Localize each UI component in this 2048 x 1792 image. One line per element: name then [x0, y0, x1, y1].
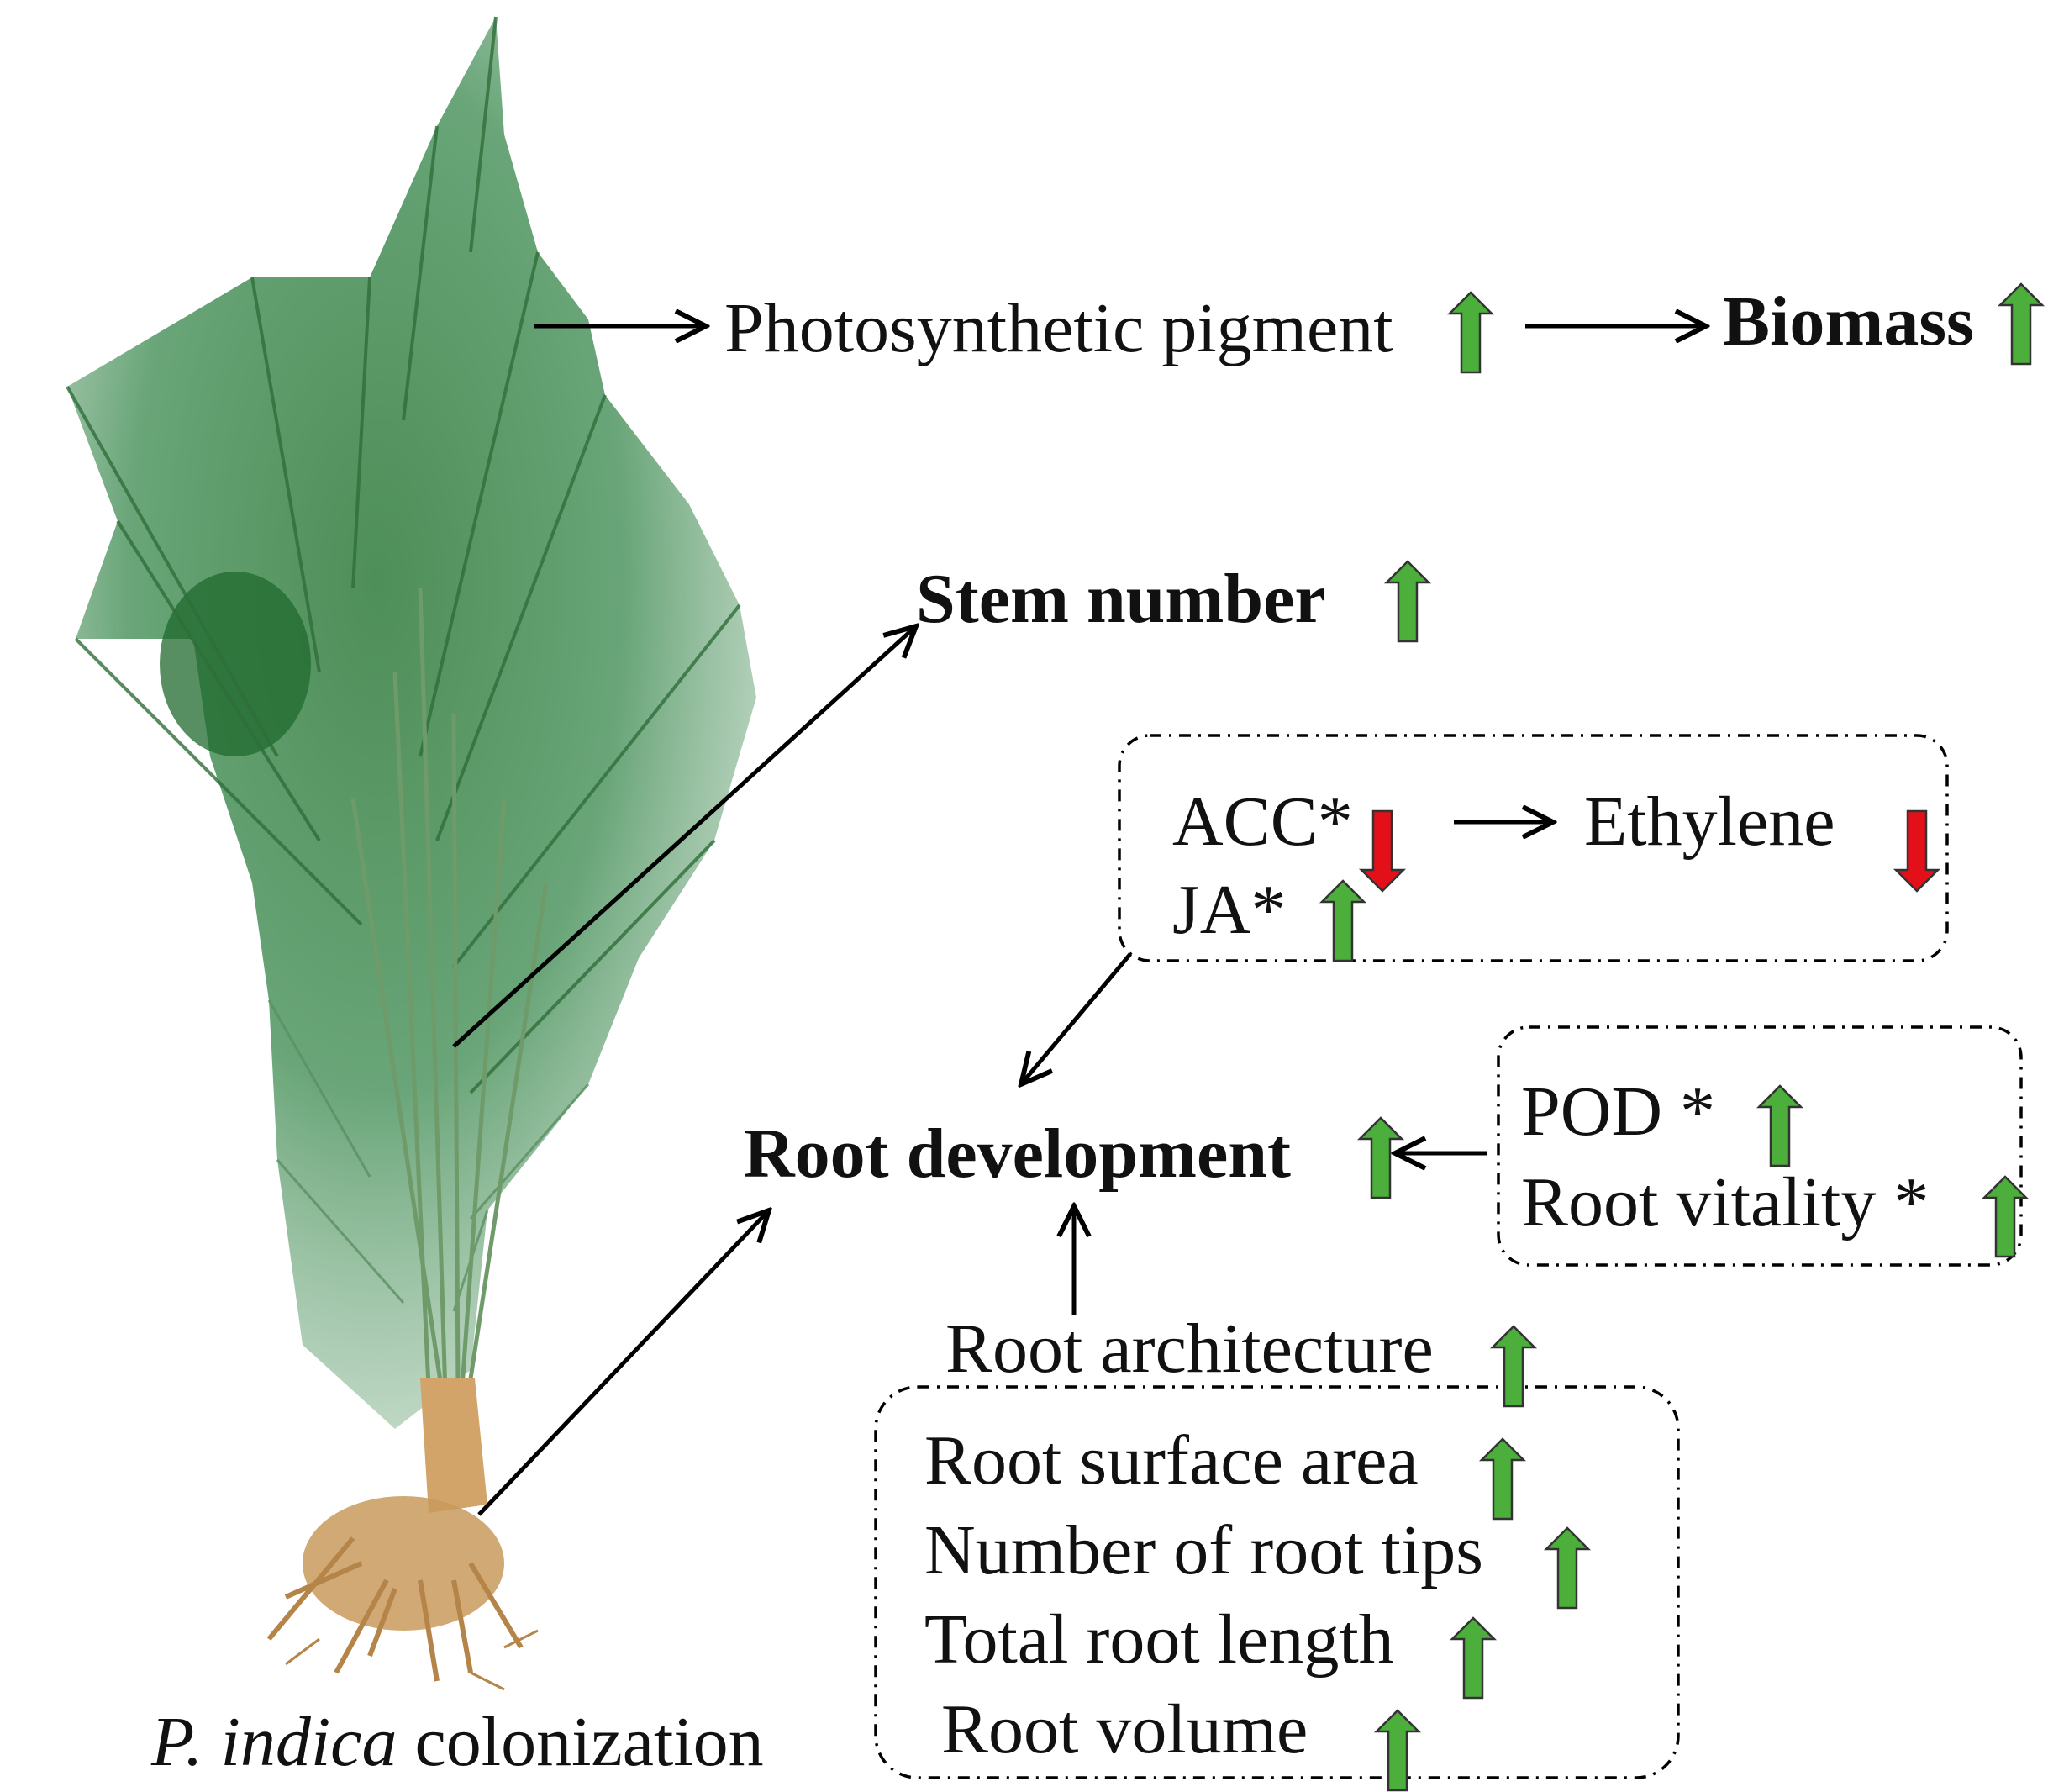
root-volume-up-arrow-icon	[1373, 1709, 1422, 1792]
pod-up-arrow-icon	[1756, 1084, 1804, 1167]
root-architecture-label: Root architecture	[945, 1310, 1434, 1388]
arrow-plant-to-root-development	[477, 1210, 769, 1516]
trend-arrow-shape	[1756, 1084, 1804, 1167]
trend-arrow-shape	[1449, 1616, 1498, 1700]
enzyme-vitality-box	[1497, 1025, 2023, 1267]
root-architecture-up-arrow-icon	[1489, 1325, 1538, 1408]
stem-number-up-arrow-icon	[1383, 560, 1432, 643]
pod-label: POD *	[1521, 1073, 1715, 1151]
number-of-root-tips-label: Number of root tips	[924, 1511, 1483, 1589]
trend-arrow-shape	[1446, 291, 1495, 374]
trend-arrow-shape	[1319, 879, 1367, 962]
trend-arrow-shape	[1358, 809, 1407, 893]
arrow-plant-to-stem-number	[452, 626, 916, 1048]
root-development-up-arrow-icon	[1356, 1116, 1405, 1199]
acc-down-arrow-icon	[1358, 809, 1407, 893]
colonization-suffix: colonization	[397, 1703, 763, 1781]
number-of-root-tips-up-arrow-icon	[1543, 1526, 1592, 1610]
trend-arrow-shape	[1373, 1709, 1422, 1792]
photosynthetic-pigment-label: Photosynthetic pigment	[724, 289, 1393, 367]
root-architecture-box	[874, 1385, 1680, 1779]
arrow-hormones-to-root-development	[1021, 952, 1132, 1084]
trend-arrow-shape	[1489, 1325, 1538, 1408]
trend-arrow-shape	[1997, 282, 2045, 366]
root-surface-area-label: Root surface area	[924, 1421, 1419, 1499]
ja-label: JA*	[1172, 871, 1286, 949]
ethylene-down-arrow-icon	[1893, 809, 1941, 893]
trend-arrow-shape	[1893, 809, 1941, 893]
biomass-up-arrow-icon	[1997, 282, 2045, 366]
trend-arrow-shape	[1356, 1116, 1405, 1199]
trend-indicators	[1319, 282, 2045, 1792]
connector-arrows	[452, 326, 1706, 1516]
stem-number-label: Stem number	[916, 560, 1326, 638]
root-volume-label: Root volume	[941, 1690, 1308, 1768]
trend-arrow-shape	[1981, 1175, 2030, 1258]
biomass-label: Biomass	[1723, 282, 1974, 361]
asparagus-plant-illustration	[66, 16, 756, 1691]
trend-arrow-shape	[1543, 1526, 1592, 1610]
total-root-length-label: Total root length	[924, 1600, 1394, 1679]
root-vitality-up-arrow-icon	[1981, 1175, 2030, 1258]
root-vitality-label: Root vitality *	[1521, 1163, 1929, 1241]
acc-label: ACC*	[1172, 783, 1353, 861]
root-development-label: Root development	[744, 1115, 1291, 1193]
ja-up-arrow-icon	[1319, 879, 1367, 962]
plant-roots	[266, 1378, 539, 1691]
photosynthetic-pigment-up-arrow-icon	[1446, 291, 1495, 374]
root-surface-area-up-arrow-icon	[1478, 1437, 1527, 1521]
hormones-box	[1118, 734, 1949, 962]
trend-arrow-shape	[1383, 560, 1432, 643]
plant-foliage	[66, 16, 756, 1429]
colonization-caption: P. indica colonization	[150, 1703, 764, 1781]
trend-arrow-shape	[1478, 1437, 1527, 1521]
total-root-length-up-arrow-icon	[1449, 1616, 1498, 1700]
plant-stems	[350, 588, 549, 1396]
ethylene-label: Ethylene	[1584, 783, 1835, 861]
colonization-species-name: P. indica	[150, 1703, 397, 1781]
